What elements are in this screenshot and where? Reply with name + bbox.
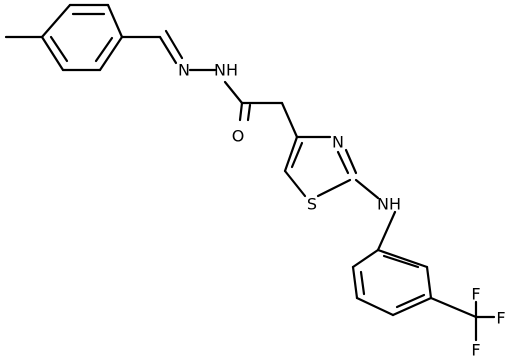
bond [283,135,299,173]
thiazole-ring [283,135,358,198]
double-bond-inner [94,36,114,63]
carbonyl-double-bond-inner [246,103,252,122]
bond [351,248,380,269]
double-bond-inner [49,35,69,63]
imine-double-bond [158,35,178,65]
bond [376,248,429,269]
bond [355,296,395,317]
bond [106,3,124,39]
bond [429,296,478,319]
atom-fluorine-top: F [471,285,480,304]
bond [344,148,358,175]
atom-thiazole-n: N [332,133,344,152]
tolyl-ring [40,3,124,72]
atom-hydrazide-nh: NH [214,61,238,80]
bond [98,35,124,72]
bond [283,169,307,198]
bond [354,178,380,200]
bond [376,210,397,252]
atom-carbonyl-o: O [232,127,245,146]
atom-aniline-nh: NH [377,195,401,214]
atom-fluorine-bottom: F [471,341,480,360]
atom-thiazole-s: S [307,195,317,214]
double-bond-inner [395,293,426,309]
atom-imine-n: N [178,61,190,80]
double-bond-inner [382,254,420,269]
bond [316,178,352,198]
double-bond-inner [359,270,366,296]
bond [351,265,359,300]
bond [40,3,72,39]
bond [40,35,65,72]
double-bond-inner [336,150,350,175]
phenyl-ring [351,248,433,317]
carbonyl-double-bond [238,101,244,122]
bond [223,80,244,105]
double-bond-inner [290,141,304,169]
bond [280,101,299,139]
atom-fluorine-right: F [496,309,505,328]
bond [425,265,433,300]
imine-double-bond-inner [164,29,184,60]
bond [391,296,433,317]
